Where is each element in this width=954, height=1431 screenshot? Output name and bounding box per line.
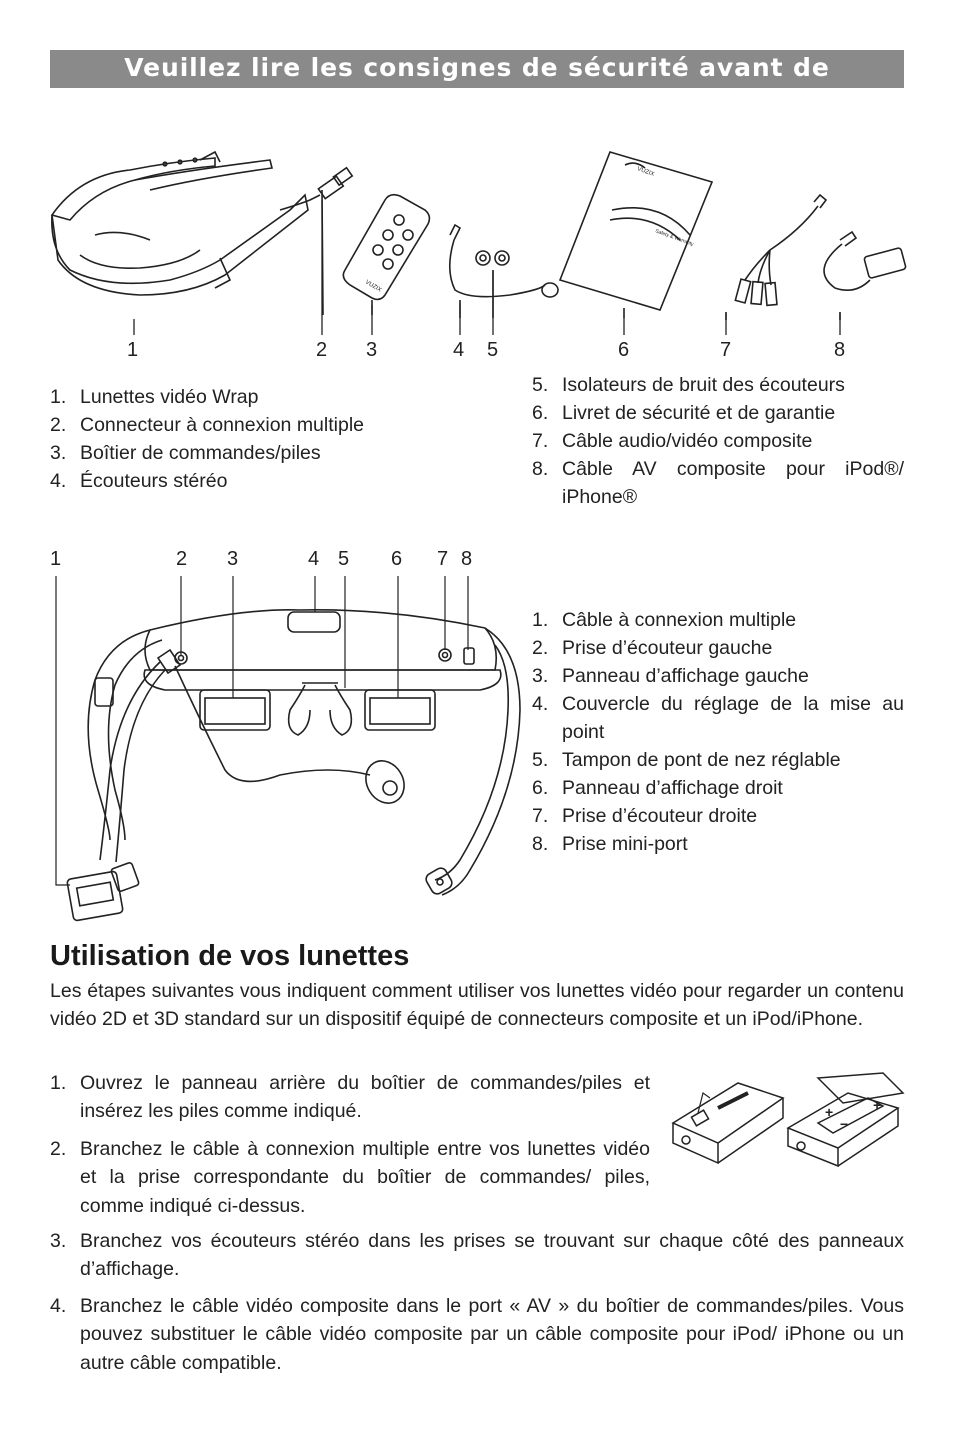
parts-callout-6: 6	[391, 548, 403, 570]
booklet-brand-label: VUZIX	[636, 166, 655, 178]
parts-callout-8: 8	[461, 548, 473, 570]
callout-8: 8	[834, 339, 846, 361]
callout-7: 7	[720, 339, 732, 361]
list-item: 2.Prise d’écouteur gauche	[532, 637, 773, 659]
step-3: 3.Branchez vos écouteurs stéréo dans les…	[50, 1230, 904, 1281]
accessories-list-left: 1.Lunettes vidéo Wrap 2.Connecteur à con…	[50, 383, 470, 495]
battery-box-illustration: + − +	[671, 1072, 905, 1168]
step-4: 4.Branchez le câble vidéo composite dans…	[50, 1295, 904, 1374]
list-item: 1.Câble à connexion multiple	[532, 609, 797, 631]
battery-plus-sign-2: +	[873, 1097, 881, 1113]
list-item: 7.Prise d’écouteur droite	[532, 805, 758, 827]
callout-2: 2	[316, 339, 328, 361]
list-item: 6.Panneau d’affichage droit	[532, 777, 783, 799]
list-item: 5.Tampon de pont de nez réglable	[532, 749, 841, 771]
callout-1: 1	[127, 339, 139, 361]
list-item: 6.Livret de sécurité et de garantie	[532, 402, 836, 424]
list-item: 4.Écouteurs stéréo	[50, 470, 228, 492]
list-item: 3.Panneau d’affichage gauche	[532, 665, 809, 687]
parts-callout-1: 1	[50, 548, 62, 570]
list-item: 1.Lunettes vidéo Wrap	[50, 386, 259, 408]
accessories-list-right: 5.Isolateurs de bruit des écouteurs 6.Li…	[532, 371, 904, 511]
list-item: 4.Couvercle du réglage de la mise au poi…	[532, 693, 904, 743]
battery-minus-sign: −	[840, 1116, 848, 1132]
list-item: 8.Prise mini-port	[532, 833, 688, 855]
remote-control-drawing: VUZIX	[342, 193, 431, 315]
section-heading: Utilisation de vos lunettes	[50, 940, 410, 972]
accessories-illustration: VUZIX Safety & Warranty VUZIX	[50, 150, 907, 320]
page-banner-title: Veuillez lire les consignes de sécurité …	[50, 50, 904, 88]
parts-callout-3: 3	[227, 548, 239, 570]
list-item: 5.Isolateurs de bruit des écouteurs	[532, 374, 845, 396]
accessories-callout-lines	[133, 200, 841, 335]
callout-6: 6	[618, 339, 630, 361]
list-item: 3.Boîtier de commandes/piles	[50, 442, 321, 464]
glasses-back-view-illustration	[55, 576, 521, 922]
parts-callout-5: 5	[338, 548, 350, 570]
callout-3: 3	[366, 339, 378, 361]
callout-4: 4	[453, 339, 465, 361]
parts-callout-2: 2	[176, 548, 188, 570]
battery-plus-sign: +	[825, 1104, 833, 1120]
parts-callout-7: 7	[437, 548, 449, 570]
glasses-parts-list: 1.Câble à connexion multiple 2.Prise d’é…	[532, 606, 904, 858]
list-item: 7.Câble audio/vidéo composite	[532, 430, 813, 452]
step-1: 1.Ouvrez le panneau arrière du boîtier d…	[50, 1072, 650, 1123]
list-item: 8.Câble AV composite pour iPod®/ iPhone®	[532, 458, 904, 508]
intro-paragraph: Les étapes suivantes vous indiquent comm…	[50, 980, 904, 1031]
parts-callout-4: 4	[308, 548, 320, 570]
callout-5: 5	[487, 339, 499, 361]
video-glasses-drawing	[50, 150, 309, 296]
step-2: 2.Branchez le câble à connexion multiple…	[50, 1138, 650, 1217]
list-item: 2.Connecteur à connexion multiple	[50, 414, 365, 436]
